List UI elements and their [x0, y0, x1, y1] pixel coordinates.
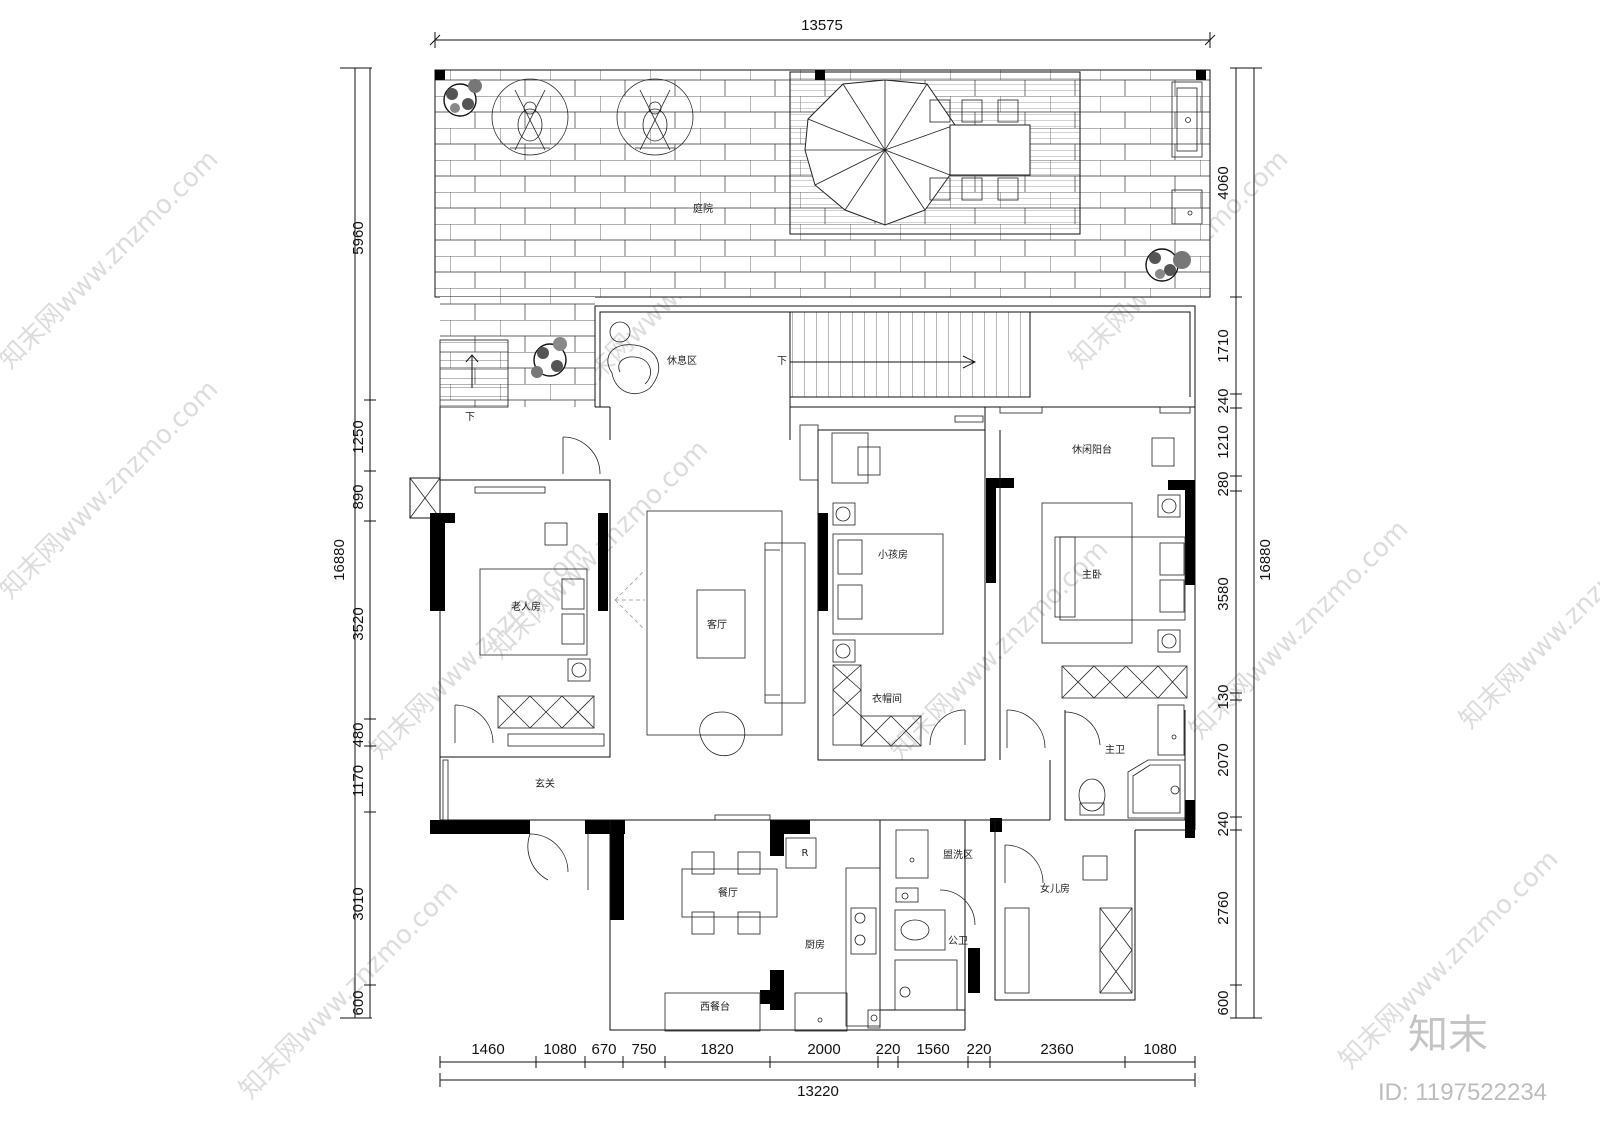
- courtyard-area: 庭院 下: [434, 69, 1211, 423]
- dim-left-segment: 600: [350, 990, 367, 1015]
- dim-right-segment: 2760: [1215, 891, 1232, 924]
- label-western-counter: 西餐台: [700, 1000, 730, 1013]
- dining-kitchen: R 餐厅 厨房 西餐台: [664, 837, 881, 1032]
- label-fridge: R: [802, 848, 809, 859]
- label-washing-area: 盥洗区: [943, 849, 973, 861]
- living-room: 客厅: [614, 510, 806, 757]
- elder-room: 老人房: [454, 436, 605, 747]
- dim-bottom-segment: 1820: [700, 1041, 733, 1058]
- plant-icon: [443, 79, 482, 117]
- dim-right-segment: 240: [1215, 811, 1232, 836]
- dim-left-segment: 1170: [350, 765, 367, 797]
- label-stairs-down: 下: [777, 356, 787, 367]
- dim-bottom-segment: 1560: [916, 1041, 949, 1058]
- dim-bottom-segment: 220: [966, 1041, 991, 1058]
- plant-icon: [1145, 248, 1191, 282]
- umbrella-table: [804, 79, 1031, 226]
- label-master-bath: 主卫: [1105, 744, 1125, 756]
- dim-right-segment: 1710: [1215, 329, 1232, 362]
- label-courtyard: 庭院: [693, 202, 713, 215]
- dim-right-segment: 1210: [1215, 425, 1232, 458]
- dim-right-total: 16880: [1257, 539, 1274, 581]
- walls: [409, 397, 1196, 1031]
- dim-left-segment: 1250: [350, 420, 367, 453]
- dim-right-segment: 240: [1215, 388, 1232, 413]
- id-watermark: ID: 1197522234: [1378, 1079, 1547, 1106]
- public-bath: 盥洗区 公卫: [894, 829, 976, 1011]
- dim-right-segment: 280: [1215, 471, 1232, 496]
- dim-right-segment: 4060: [1215, 166, 1232, 199]
- watermark-text: 知末网www.znzmo.com: [0, 374, 224, 605]
- dim-left-segment: 480: [350, 722, 367, 747]
- dim-left-segment: 5960: [350, 221, 367, 254]
- label-daughter-room: 女儿房: [1040, 882, 1070, 895]
- label-stairs-down: 下: [465, 412, 475, 423]
- foyer: 玄关: [442, 759, 771, 890]
- label-kids-room: 小孩房: [878, 548, 908, 561]
- master-bath: 主卫: [1064, 704, 1186, 821]
- lounge-chair: [491, 78, 569, 156]
- dim-bottom-total: 13220: [797, 1083, 839, 1100]
- label-cloakroom: 衣帽间: [872, 692, 902, 705]
- dim-bottom-segment: 670: [591, 1041, 616, 1058]
- dimension-lines: [340, 32, 1262, 1087]
- dim-left-segment: 3520: [350, 607, 367, 640]
- dimension-labels: 13575 5960 1250 890 3520 480 1170 3010 6…: [331, 17, 1274, 1100]
- dim-right-segment: 130: [1215, 684, 1232, 709]
- dim-bottom-segment: 1080: [1143, 1041, 1176, 1058]
- kids-room: 小孩房 衣帽间: [799, 415, 984, 747]
- dim-bottom-segment: 2000: [807, 1041, 840, 1058]
- plant-icon: [531, 337, 567, 378]
- label-dining-room: 餐厅: [718, 886, 738, 899]
- label-leisure-balcony: 休闲阳台: [1072, 443, 1112, 456]
- master-bedroom: 休闲阳台 主卧: [999, 406, 1191, 749]
- dim-left-segment: 3010: [350, 887, 367, 920]
- dim-bottom-segment: 1460: [471, 1041, 504, 1058]
- brand-watermark: 知末: [1408, 1012, 1488, 1058]
- dim-bottom-segment: 2360: [1040, 1041, 1073, 1058]
- dim-bottom-segment: 750: [631, 1041, 656, 1058]
- daughter-room: 女儿房: [1004, 844, 1133, 994]
- watermark-text: 知末网www.znzmo.com: [234, 874, 465, 1105]
- watermark-text: 知末网www.znzmo.com: [0, 144, 224, 375]
- label-master-bedroom: 主卧: [1082, 568, 1102, 581]
- label-foyer: 玄关: [535, 777, 555, 790]
- watermark-text: 知末网www.znzmo.com: [1454, 504, 1600, 735]
- dim-bottom-segment: 1080: [543, 1041, 576, 1058]
- rest-area: 休息区 下: [594, 305, 1196, 407]
- dim-bottom-segment: 220: [875, 1041, 900, 1058]
- label-elder-room: 老人房: [511, 600, 541, 613]
- label-living-room: 客厅: [707, 618, 727, 631]
- label-public-bath: 公卫: [948, 936, 968, 947]
- watermark-text: 知末网www.znzmo.com: [884, 534, 1115, 765]
- dim-top-total: 13575: [801, 17, 843, 34]
- dim-left-segment: 890: [350, 484, 367, 509]
- dim-right-segment: 2070: [1215, 743, 1232, 776]
- dim-right-segment: 600: [1215, 990, 1232, 1015]
- dim-right-segment: 3580: [1215, 577, 1232, 610]
- label-kitchen: 厨房: [805, 938, 825, 951]
- label-rest-area: 休息区: [667, 354, 697, 367]
- lounge-chair: [616, 78, 694, 156]
- dim-left-total: 16880: [331, 539, 348, 581]
